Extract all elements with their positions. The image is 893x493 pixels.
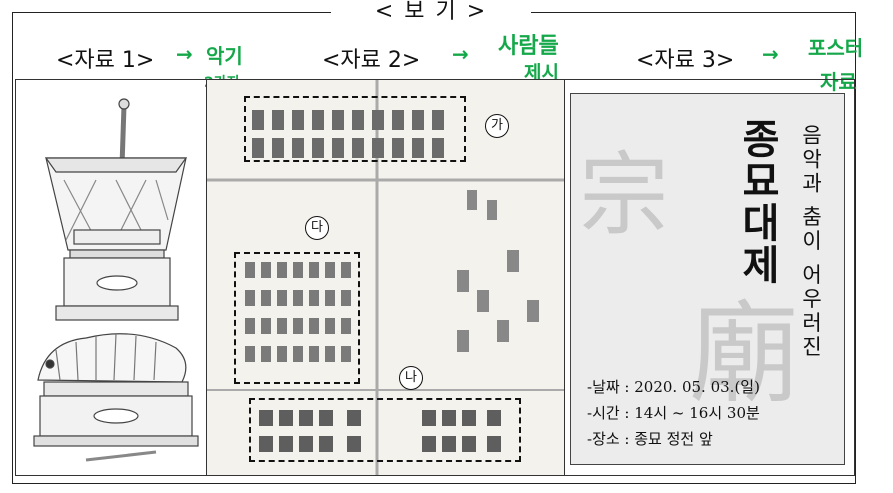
material-2-note-1: 사람들: [498, 34, 559, 59]
material-1-arrow: →: [176, 42, 193, 66]
marker-ga: 가: [485, 114, 509, 138]
poster-date: -날짜 : 2020. 05. 03.(일): [587, 378, 760, 396]
group-ga-box: [244, 96, 466, 162]
materials-frame: 가 다 나 宗 廟 종묘대제 음악과 춤이 어우러진 -날짜 : 2020. 0…: [15, 79, 855, 476]
poster-subtitle: 음악과 춤이 어우러진: [799, 124, 823, 360]
group-na-box: [249, 398, 521, 462]
eo-instrument-image: [33, 333, 199, 462]
material-2-arrow: →: [452, 42, 469, 66]
marker-na: 나: [399, 366, 423, 390]
watermark-char-1: 宗: [579, 143, 669, 248]
material-2-panel: 가 다 나: [207, 80, 565, 475]
festival-poster: 宗 廟 종묘대제 음악과 춤이 어우러진 -날짜 : 2020. 05. 03.…: [570, 93, 845, 465]
poster-time: -시간 : 14시 ~ 16시 30분: [587, 404, 760, 422]
marker-da: 다: [305, 216, 329, 240]
material-3-note-2: 자료: [820, 70, 857, 94]
material-1-panel: [16, 80, 207, 475]
material-1-label: <자료 1>: [56, 48, 155, 73]
material-3-panel: 宗 廟 종묘대제 음악과 춤이 어우러진 -날짜 : 2020. 05. 03.…: [565, 80, 856, 475]
material-3-arrow: →: [762, 42, 779, 66]
view-box: < 보 기 >: [12, 0, 856, 484]
material-1-note-1: 악기: [206, 44, 243, 68]
box-title: < 보 기 >: [331, 0, 531, 25]
chuk-instrument-image: [44, 98, 188, 321]
instrument-drawings: [33, 98, 199, 462]
group-da-box: [234, 252, 360, 384]
poster-title: 종묘대제: [734, 118, 780, 286]
ceremony-painting-image: [207, 80, 564, 475]
poster-place: -장소 : 종묘 정전 앞: [587, 430, 713, 448]
watermark-char-2: 廟: [689, 290, 799, 418]
material-2-label: <자료 2>: [322, 48, 421, 73]
material-3-note-1: 포스터: [808, 36, 864, 60]
material-2-note-2: 제시: [524, 62, 559, 84]
material-3-label: <자료 3>: [636, 48, 735, 73]
